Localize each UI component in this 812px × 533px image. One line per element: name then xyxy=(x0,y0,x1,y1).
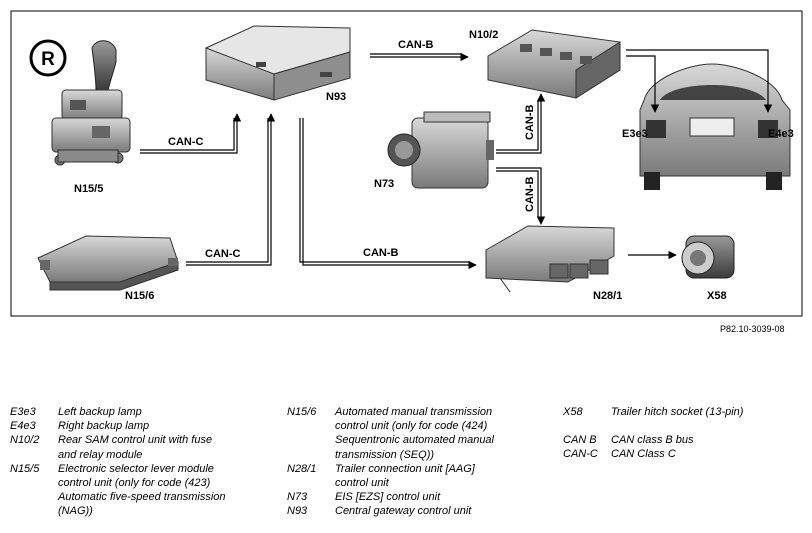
reverse-gear-label: R xyxy=(41,49,55,70)
label-n10-2: N10/2 xyxy=(469,29,498,41)
can-c-line-n15-6 xyxy=(186,113,276,266)
legend-code xyxy=(287,419,335,433)
eis-control-unit-image xyxy=(387,111,494,189)
legend-code xyxy=(10,476,58,490)
bus-label-can-b-4: CAN-B xyxy=(524,177,536,212)
label-x58: X58 xyxy=(707,290,727,302)
legend-code: N15/6 xyxy=(287,406,317,418)
legend-desc: Automated manual transmission xyxy=(335,406,493,418)
legend-row: E3e3 Left backup lamp xyxy=(10,405,280,419)
legend-code xyxy=(10,504,58,518)
legend-desc: Rear SAM control unit with fuse xyxy=(58,434,213,447)
line-n10-2-e3e3 xyxy=(626,55,660,113)
car-rear-image xyxy=(639,63,791,190)
legend-code: N93 xyxy=(287,505,308,518)
legend-row: N10/2 Rear SAM control unit with fuse xyxy=(10,433,280,447)
legend-code: E4e3 xyxy=(10,420,36,433)
legend-code: X58 xyxy=(563,406,583,418)
can-b-line-n93-n28-1 xyxy=(302,118,477,270)
legend-row: control unit (only for code (424) xyxy=(287,419,557,433)
legend-row: E4e3 Right backup lamp xyxy=(10,419,280,433)
line-n10-2-e4e3 xyxy=(626,49,773,113)
trailer-socket-image xyxy=(681,235,735,279)
legend-column-2: N15/6 Automated manual transmission contr… xyxy=(287,405,557,519)
legend-row: N28/1 Trailer connection unit [AAG] xyxy=(287,462,557,476)
central-gateway-image xyxy=(205,25,351,101)
trailer-connection-unit-image xyxy=(485,225,615,293)
legend-row: control unit xyxy=(287,476,557,490)
selector-lever-module-image xyxy=(51,40,131,166)
bus-label-can-b-3: CAN-B xyxy=(524,105,536,140)
label-n15-6: N15/6 xyxy=(125,290,154,302)
bus-label-can-b-2: CAN-B xyxy=(363,247,398,259)
legend-desc: Trailer connection unit [AAG] xyxy=(335,462,475,475)
legend-column-1: E3e3 Left backup lamp E4e3 Right backup la… xyxy=(10,405,280,519)
legend-code: CAN-C xyxy=(563,448,598,461)
figure-reference: P82.10-3039-08 xyxy=(720,324,785,334)
legend-desc: Left backup lamp xyxy=(58,406,142,418)
legend-row: N15/6 Automated manual transmission xyxy=(287,405,557,419)
legend-code xyxy=(10,490,58,504)
legend-desc: control unit (only for code (424) xyxy=(335,420,488,433)
legend-row: N93 Central gateway control unit xyxy=(287,504,557,518)
label-n93: N93 xyxy=(326,91,346,103)
label-n15-5: N15/5 xyxy=(74,183,103,195)
bus-label-can-c-1: CAN-C xyxy=(168,136,203,148)
legend-code xyxy=(287,433,335,447)
amt-control-unit-image xyxy=(37,235,179,291)
legend-row: CAN B CAN class B bus xyxy=(563,433,803,447)
legend-row: Automatic five-speed transmission xyxy=(10,490,280,504)
legend-desc: (NAG)) xyxy=(58,505,93,518)
legend-row: (NAG)) xyxy=(10,504,280,518)
legend-desc: Electronic selector lever module xyxy=(58,462,214,475)
legend-code xyxy=(10,448,58,462)
legend-desc: CAN Class C xyxy=(611,448,676,461)
label-n73: N73 xyxy=(374,178,394,190)
legend-desc: transmission (SEQ)) xyxy=(335,448,435,461)
legend-desc: CAN class B bus xyxy=(611,434,694,447)
legend-desc: Central gateway control unit xyxy=(335,505,472,518)
legend-row: and relay module xyxy=(10,448,280,462)
can-b-line-n73-n10-2 xyxy=(496,93,546,154)
legend-row: CAN-C CAN Class C xyxy=(563,447,803,461)
label-e3e3: E3e3 xyxy=(622,128,648,140)
reverse-gear-symbol: R xyxy=(29,39,67,77)
label-n28-1: N28/1 xyxy=(593,290,622,302)
legend-row: N73 EIS [EZS] control unit xyxy=(287,490,557,504)
legend-row: X58 Trailer hitch socket (13-pin) xyxy=(563,405,803,419)
legend-desc: Automatic five-speed transmission xyxy=(58,491,226,504)
legend-code xyxy=(287,448,335,462)
legend-code: N15/5 xyxy=(10,462,40,475)
legend-code: N28/1 xyxy=(287,462,317,475)
legend-code: N10/2 xyxy=(10,434,40,447)
legend-desc: Trailer hitch socket (13-pin) xyxy=(611,406,744,418)
bus-label-can-c-2: CAN-C xyxy=(205,248,240,260)
legend-desc: Right backup lamp xyxy=(58,420,150,433)
legend-row: N15/5 Electronic selector lever module xyxy=(10,462,280,476)
can-b-line-n73-n28-1 xyxy=(496,167,546,225)
can-c-line-n15-5 xyxy=(140,113,242,154)
label-e4e3: E4e3 xyxy=(768,128,794,140)
legend-code xyxy=(287,476,335,490)
legend-row: control unit (only for code (423) xyxy=(10,476,280,490)
bus-label-can-b-1: CAN-B xyxy=(398,39,433,51)
legend-code: N73 xyxy=(287,491,308,504)
legend-row: transmission (SEQ)) xyxy=(287,448,557,462)
legend-desc: control unit xyxy=(335,477,389,490)
rear-sam-module-image xyxy=(487,29,621,99)
legend-desc: control unit (only for code (423) xyxy=(58,477,211,490)
legend-row: Sequentronic automated manual xyxy=(287,433,557,447)
legend-desc: EIS [EZS] control unit xyxy=(335,491,441,504)
legend-desc: Sequentronic automated manual xyxy=(335,434,494,447)
legend-desc: and relay module xyxy=(58,448,143,461)
legend-code: CAN B xyxy=(563,434,597,447)
legend-code: E3e3 xyxy=(10,406,36,418)
